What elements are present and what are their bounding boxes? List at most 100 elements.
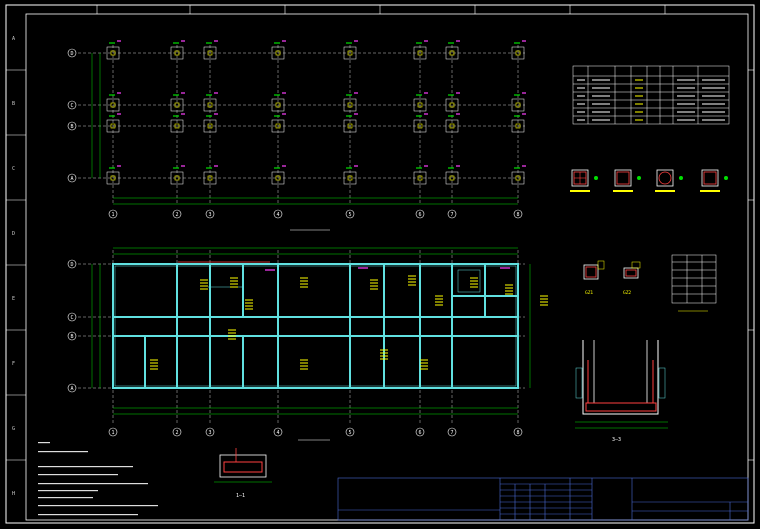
note-line xyxy=(38,474,118,476)
detail-label-gz1: GZ1 xyxy=(585,290,593,296)
column-mark xyxy=(207,123,213,129)
frame-ticks xyxy=(6,5,754,461)
upper-col-axis-3: 3 xyxy=(208,212,211,218)
column-mark xyxy=(174,175,180,181)
upper-row-axes: D C B A xyxy=(67,48,77,183)
section-1-1 xyxy=(214,448,272,483)
column-mark xyxy=(449,123,455,129)
detail-label-gz2: GZ2 xyxy=(623,290,631,296)
upper-col-axis-6: 6 xyxy=(418,212,421,218)
section-3-3 xyxy=(575,340,668,429)
lower-row-axes: D C B A xyxy=(67,259,77,393)
section-3-3-label: 3—3 xyxy=(612,437,621,443)
section-1-1-label: 1—1 xyxy=(236,493,245,499)
footing-outline xyxy=(106,46,120,60)
column-mark xyxy=(449,50,455,56)
lower-row-axis-b: B xyxy=(70,334,73,340)
column-mark xyxy=(207,175,213,181)
footing-outline xyxy=(343,119,357,133)
note-line xyxy=(38,514,138,516)
frame-row-mark-a: A xyxy=(12,36,15,42)
footing-outline xyxy=(413,98,427,112)
note-line xyxy=(38,490,98,492)
lower-plan[interactable]: D C B A 1 2 3 4 5 6 7 8 xyxy=(67,247,548,441)
upper-footings xyxy=(106,40,526,185)
note-line xyxy=(38,505,158,507)
column-mark xyxy=(174,50,180,56)
lower-col-axis-7: 7 xyxy=(450,430,453,436)
footing-outline xyxy=(511,171,525,185)
footing-outline xyxy=(203,98,217,112)
column-mark xyxy=(275,102,281,108)
column-mark xyxy=(174,123,180,129)
footing-outline xyxy=(445,98,459,112)
column-mark xyxy=(347,102,353,108)
frame-row-mark-g: G xyxy=(12,426,15,432)
footing-outline xyxy=(445,171,459,185)
upper-col-axis-1: 1 xyxy=(111,212,114,218)
column-mark xyxy=(515,50,521,56)
frame-row-mark-c: C xyxy=(12,166,15,172)
footing-outline xyxy=(271,98,285,112)
footing-outline xyxy=(203,171,217,185)
lower-col-axis-2: 2 xyxy=(175,430,178,436)
frame-row-mark-d: D xyxy=(12,231,15,237)
footing-outline xyxy=(170,46,184,60)
column-mark xyxy=(417,175,423,181)
constructional-column-details xyxy=(583,260,641,280)
column-mark xyxy=(515,102,521,108)
footing-outline xyxy=(203,119,217,133)
lower-dimension-lines xyxy=(91,247,531,415)
footing-outline xyxy=(343,171,357,185)
footing-outline xyxy=(413,119,427,133)
inner-border xyxy=(25,13,749,521)
lower-row-axis-d: D xyxy=(70,262,73,268)
footing-outline xyxy=(445,46,459,60)
lower-col-axis-6: 6 xyxy=(418,430,421,436)
upper-row-axis-a: A xyxy=(70,176,73,182)
footing-outline xyxy=(170,119,184,133)
footing-outline xyxy=(511,98,525,112)
upper-col-axis-2: 2 xyxy=(175,212,178,218)
footing-outline xyxy=(271,171,285,185)
column-mark xyxy=(449,102,455,108)
column-mark xyxy=(417,123,423,129)
footing-outline xyxy=(271,119,285,133)
upper-gridlines xyxy=(78,45,525,205)
footing-outline xyxy=(343,98,357,112)
lower-beams xyxy=(112,263,519,389)
upper-col-axis-4: 4 xyxy=(276,212,279,218)
note-line xyxy=(38,451,88,453)
footing-outline xyxy=(170,98,184,112)
upper-col-axis-5: 5 xyxy=(348,212,351,218)
frame-row-mark-f: F xyxy=(12,361,15,367)
column-mark xyxy=(417,102,423,108)
footing-schedule-table xyxy=(572,65,730,125)
column-mark xyxy=(110,50,116,56)
lower-row-axis-c: C xyxy=(70,315,73,321)
footing-outline xyxy=(203,46,217,60)
column-mark xyxy=(174,102,180,108)
upper-row-axis-b: B xyxy=(70,124,73,130)
note-line xyxy=(38,483,148,485)
upper-plan[interactable]: D C B A 1 2 3 4 5 6 7 8 xyxy=(67,40,526,231)
upper-col-axis-8: 8 xyxy=(516,212,519,218)
upper-col-axis-7: 7 xyxy=(450,212,453,218)
column-section-details xyxy=(570,169,728,192)
footing-table-marks xyxy=(577,79,725,121)
footing-outline xyxy=(343,46,357,60)
upper-dimension-lines xyxy=(91,53,518,205)
column-mark xyxy=(417,50,423,56)
footing-outline xyxy=(271,46,285,60)
lower-col-axis-8: 8 xyxy=(516,430,519,436)
upper-col-axes: 1 2 3 4 5 6 7 8 xyxy=(108,209,523,219)
footing-outline xyxy=(413,46,427,60)
column-mark xyxy=(207,50,213,56)
lower-beam-edges xyxy=(114,265,517,387)
footing-outline xyxy=(413,171,427,185)
lower-annotations xyxy=(150,267,548,370)
material-table xyxy=(671,254,717,312)
column-mark xyxy=(347,175,353,181)
lower-col-axis-3: 3 xyxy=(208,430,211,436)
